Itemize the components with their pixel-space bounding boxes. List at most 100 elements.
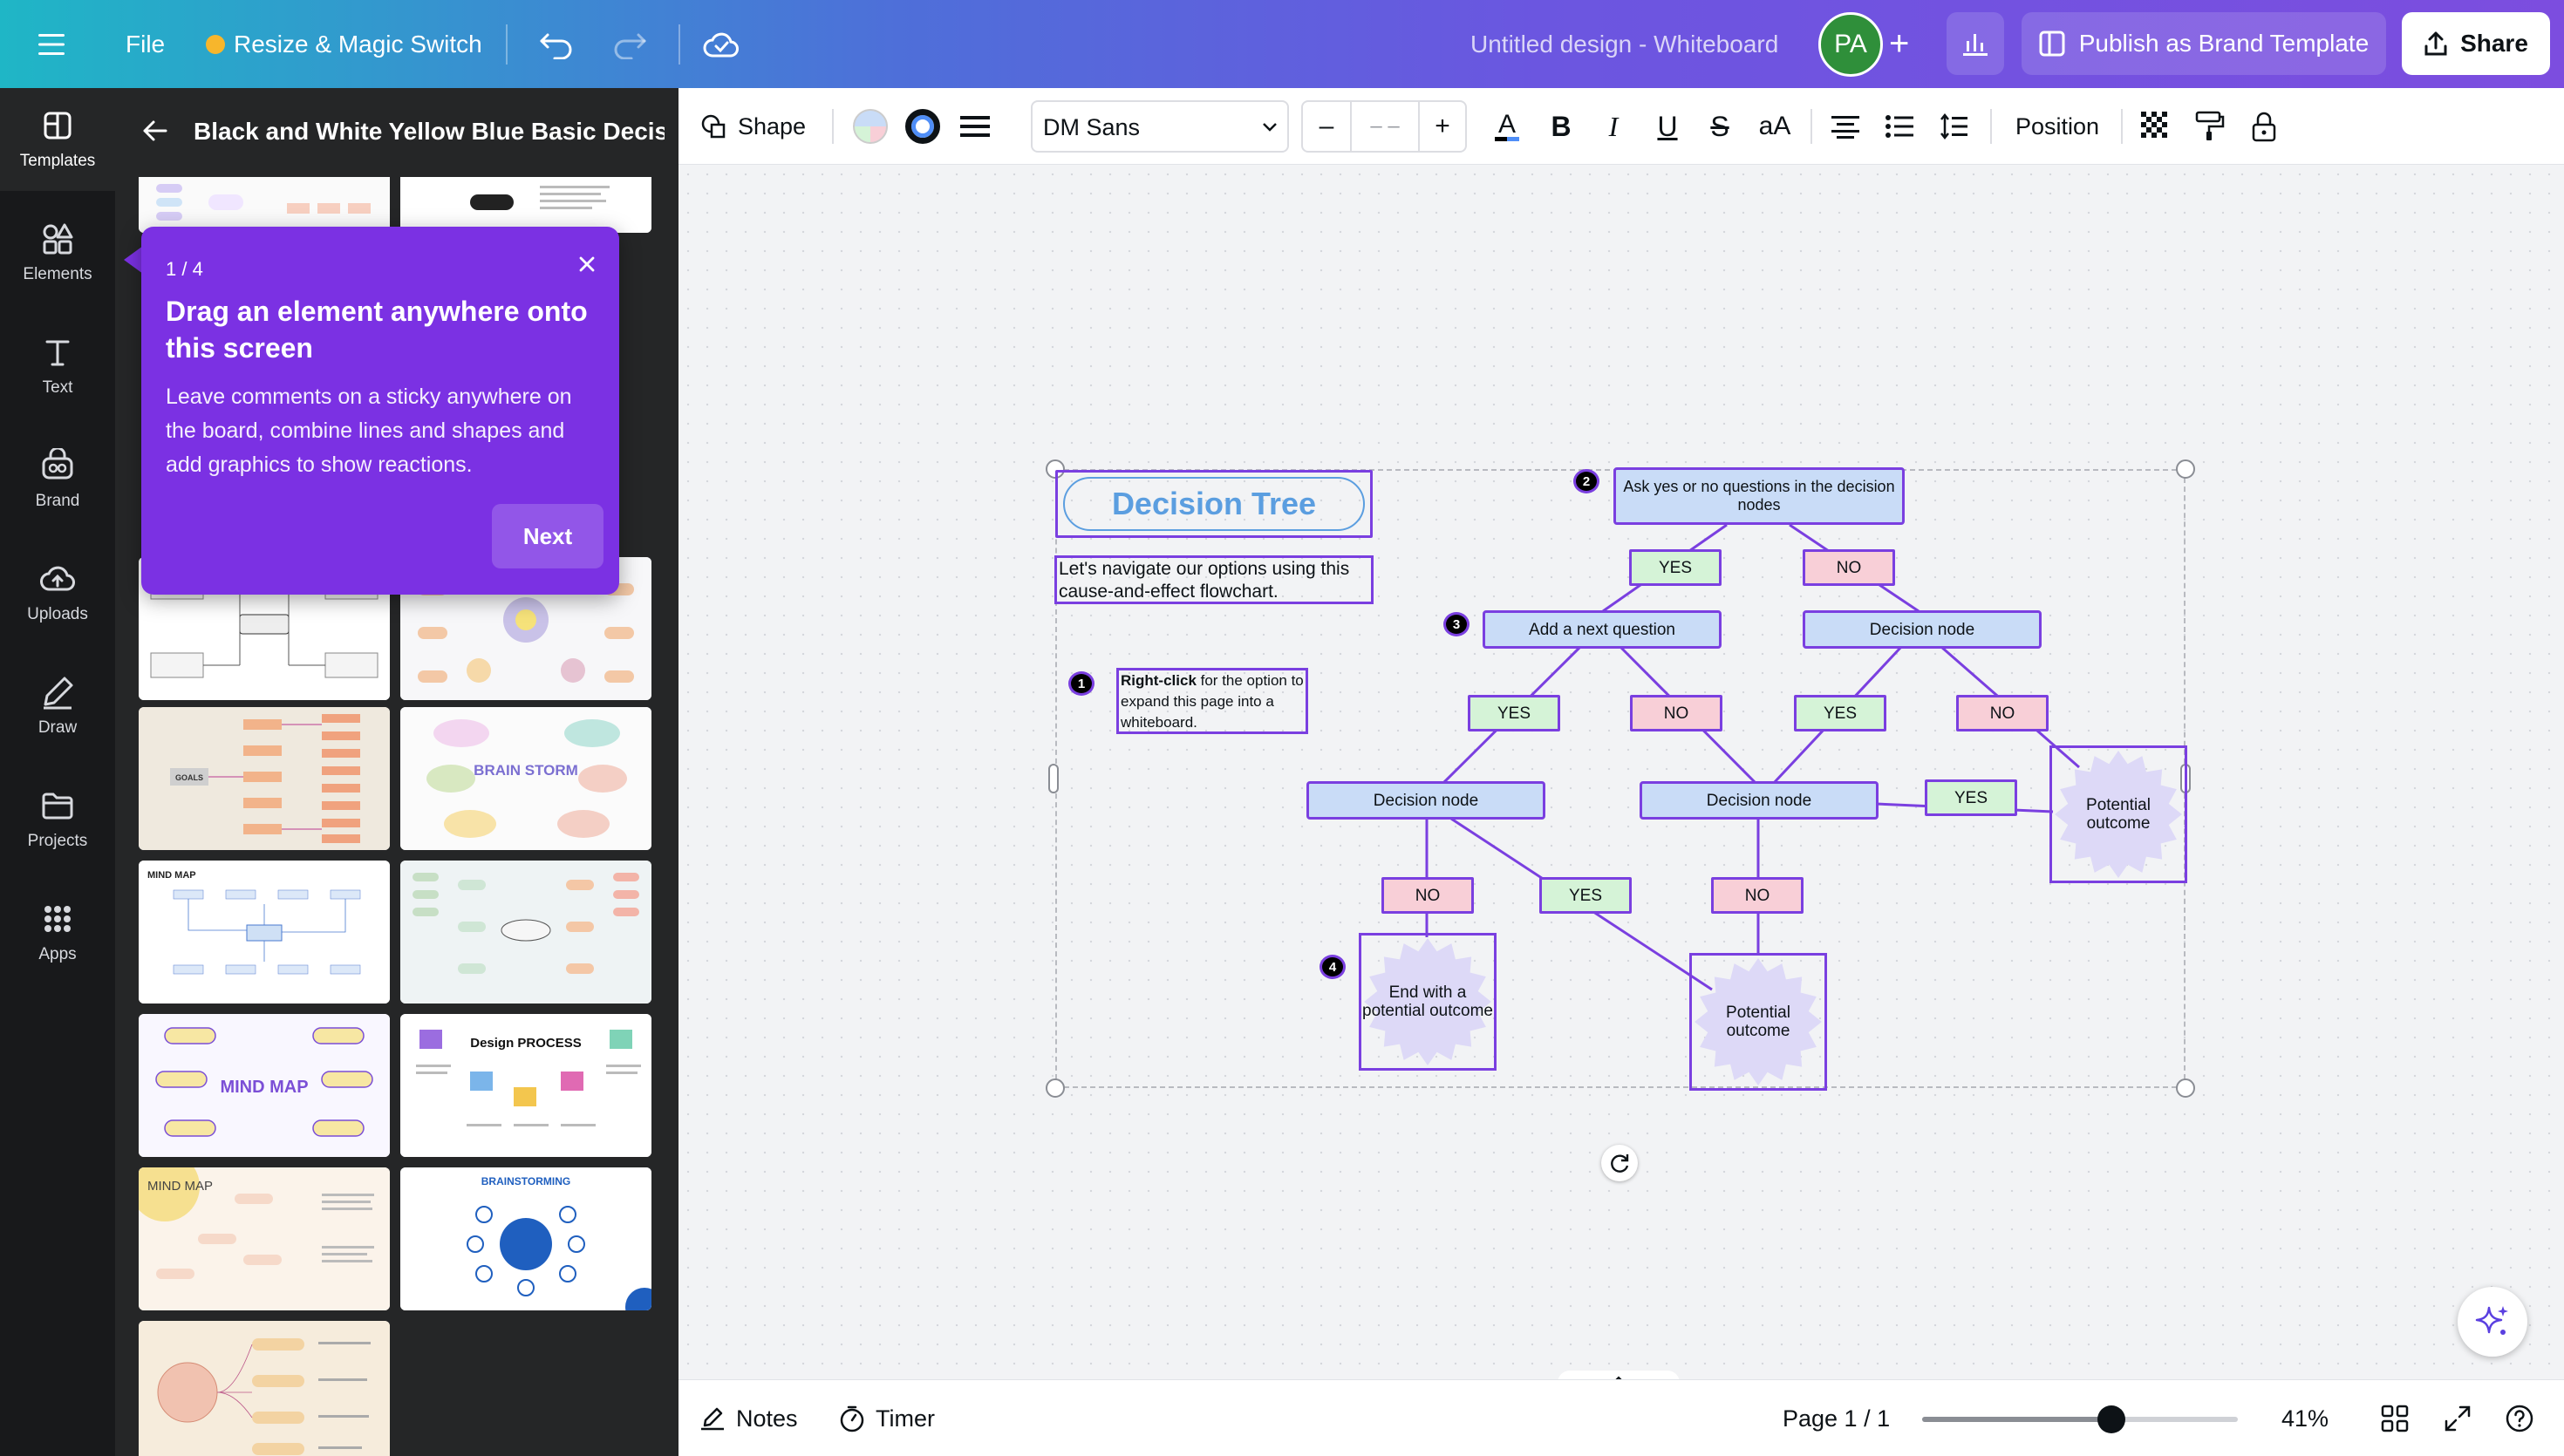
font-size-stepper[interactable]: – – – + — [1301, 100, 1467, 153]
text-color-bar — [1495, 136, 1519, 141]
yes-label[interactable]: YES — [1925, 779, 2017, 816]
position-button[interactable]: Position — [2015, 112, 2100, 139]
template-thumbnail[interactable] — [400, 177, 651, 233]
undo-button[interactable] — [539, 0, 574, 88]
end-outcome-shape[interactable]: End with a potential outcome — [1359, 933, 1497, 1071]
template-thumbnail[interactable]: GOALS — [139, 707, 390, 850]
no-label[interactable]: NO — [1711, 877, 1804, 914]
list-button[interactable] — [1880, 88, 1919, 165]
potential-outcome-shape[interactable]: Potential outcome — [2049, 745, 2187, 883]
resize-handle[interactable] — [1046, 1078, 1065, 1098]
potential-outcome-shape[interactable]: Potential outcome — [1689, 953, 1827, 1091]
template-thumbnail[interactable] — [400, 861, 651, 1004]
decision-node[interactable]: Decision node — [1306, 781, 1545, 820]
fullscreen-button[interactable] — [2444, 1380, 2472, 1456]
template-thumbnail[interactable]: MIND MAP — [139, 861, 390, 1004]
underline-button[interactable]: U — [1648, 88, 1687, 165]
rail-item-projects[interactable]: Projects — [0, 768, 115, 871]
back-button[interactable] — [141, 118, 169, 150]
design-title[interactable]: Untitled design - Whiteboard — [1470, 30, 1779, 58]
align-button[interactable] — [1826, 88, 1865, 165]
rail-item-templates[interactable]: Templates — [0, 88, 115, 191]
template-thumbnail[interactable]: BRAIN STORM — [400, 707, 651, 850]
template-thumbnail[interactable] — [139, 1321, 390, 1456]
invite-plus-button[interactable]: + — [1889, 0, 1909, 88]
tooltip-next-button[interactable]: Next — [492, 504, 603, 568]
step-badge[interactable]: 1 — [1068, 671, 1094, 696]
border-color-button[interactable] — [904, 88, 942, 165]
yes-label[interactable]: YES — [1794, 695, 1886, 731]
border-style-button[interactable] — [956, 88, 994, 165]
italic-button[interactable]: I — [1594, 88, 1633, 165]
title-frame[interactable]: Decision Tree — [1055, 470, 1373, 538]
magic-switch-button[interactable]: Resize & Magic Switch — [206, 0, 482, 88]
no-label[interactable]: NO — [1956, 695, 2049, 731]
font-size-input[interactable]: – – — [1370, 114, 1400, 138]
no-label[interactable]: NO — [1381, 877, 1474, 914]
lock-button[interactable] — [2245, 88, 2283, 165]
spacing-button[interactable] — [1934, 88, 1973, 165]
avatar[interactable]: PA — [1818, 12, 1883, 77]
page-indicator[interactable]: Page 1 / 1 — [1783, 1405, 1891, 1432]
text-t-icon — [45, 340, 70, 366]
resize-handle[interactable] — [2176, 1078, 2195, 1098]
strikethrough-button[interactable]: S — [1701, 88, 1739, 165]
transparency-button[interactable] — [2137, 88, 2175, 165]
insights-button[interactable] — [1947, 12, 2004, 75]
no-label[interactable]: NO — [1630, 695, 1722, 731]
add-question-node[interactable]: Add a next question — [1483, 610, 1722, 649]
resize-handle[interactable] — [2176, 459, 2195, 479]
text-color-button[interactable]: A — [1488, 88, 1526, 165]
side-resize-handle[interactable] — [1048, 764, 1059, 793]
zoom-slider-track[interactable] — [1922, 1405, 2238, 1433]
tip-note[interactable]: Right-click for the option to expand thi… — [1116, 668, 1308, 734]
yes-label[interactable]: YES — [1468, 695, 1560, 731]
font-family-select[interactable]: DM Sans — [1031, 100, 1289, 153]
root-question-node[interactable]: Ask yes or no questions in the decision … — [1613, 467, 1905, 525]
diagram-subtitle[interactable]: Let's navigate our options using this ca… — [1054, 555, 1374, 604]
notes-button[interactable]: Notes — [699, 1380, 798, 1456]
rail-label: Elements — [23, 265, 92, 283]
letter-case-button[interactable]: aA — [1753, 88, 1797, 165]
bold-button[interactable]: B — [1542, 88, 1580, 165]
fill-color-button[interactable] — [851, 88, 890, 165]
template-thumbnail[interactable]: MIND MAP — [139, 1014, 390, 1157]
share-button[interactable]: Share — [2402, 12, 2550, 75]
help-button[interactable] — [2505, 1380, 2534, 1456]
rail-item-draw[interactable]: Draw — [0, 655, 115, 758]
decision-node[interactable]: Decision node — [1803, 610, 2042, 649]
tooltip-close-button[interactable] — [577, 255, 597, 278]
save-status-button[interactable] — [703, 0, 740, 88]
font-size-decrease-button[interactable]: – — [1303, 102, 1352, 151]
redo-button[interactable] — [612, 0, 647, 88]
grid-view-button[interactable] — [2381, 1380, 2409, 1456]
step-badge[interactable]: 3 — [1443, 612, 1470, 636]
file-menu-button[interactable]: File — [126, 30, 166, 58]
rail-item-brand[interactable]: Brand — [0, 428, 115, 531]
font-size-increase-button[interactable]: + — [1418, 102, 1465, 151]
zoom-slider-handle[interactable] — [2097, 1405, 2126, 1433]
rail-item-elements[interactable]: Elements — [0, 201, 115, 304]
publish-brand-template-button[interactable]: Publish as Brand Template — [2022, 12, 2386, 75]
rail-item-uploads[interactable]: Uploads — [0, 541, 115, 644]
no-label[interactable]: NO — [1803, 549, 1895, 586]
template-thumbnail[interactable]: BRAINSTORMING — [400, 1167, 651, 1310]
shape-button[interactable]: Shape — [699, 88, 806, 165]
template-thumbnail[interactable] — [139, 177, 390, 233]
main-menu-button[interactable] — [38, 0, 65, 88]
step-badge[interactable]: 2 — [1573, 469, 1599, 493]
zoom-level[interactable]: 41% — [2281, 1405, 2329, 1432]
rotate-handle[interactable] — [1601, 1145, 1638, 1181]
rail-item-text[interactable]: Text — [0, 315, 115, 418]
step-badge[interactable]: 4 — [1320, 955, 1346, 979]
template-thumbnail[interactable]: MIND MAP — [139, 1167, 390, 1310]
yes-label[interactable]: YES — [1629, 549, 1722, 586]
timer-button[interactable]: Timer — [839, 1380, 935, 1456]
magic-assistant-button[interactable] — [2458, 1287, 2527, 1357]
whiteboard-canvas[interactable] — [679, 165, 2564, 1379]
yes-label[interactable]: YES — [1539, 877, 1632, 914]
rail-item-apps[interactable]: Apps — [0, 881, 115, 984]
template-thumbnail[interactable]: Design PROCESS — [400, 1014, 651, 1157]
decision-node[interactable]: Decision node — [1640, 781, 1879, 820]
copy-style-button[interactable] — [2191, 88, 2229, 165]
